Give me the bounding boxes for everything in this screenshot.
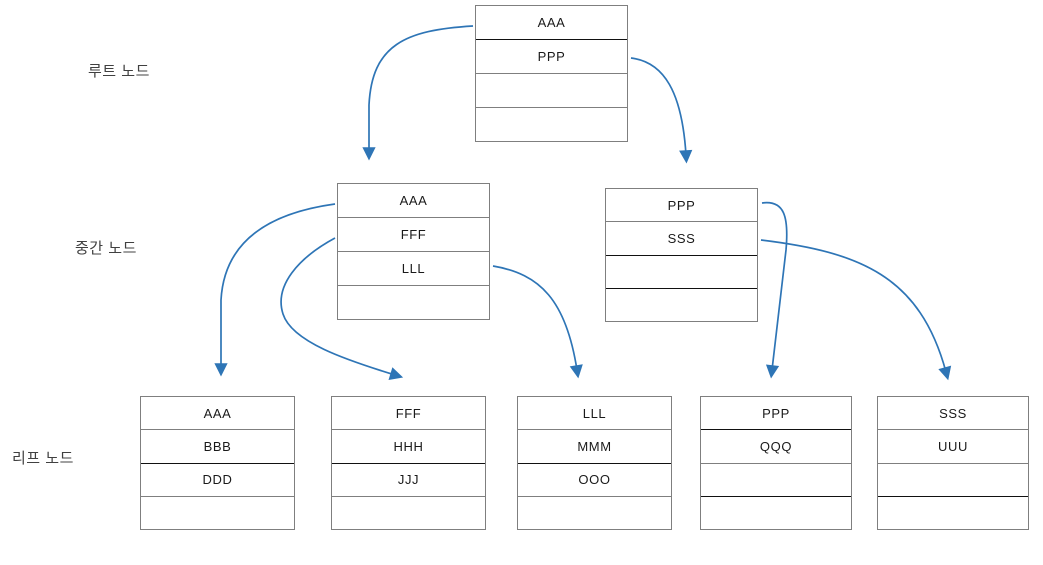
leaf-node-3-cell-2[interactable]: MMM xyxy=(518,430,671,464)
leaf-node-4-cell-2[interactable]: QQQ xyxy=(701,430,851,464)
leaf-node-2-cell-3[interactable]: JJJ xyxy=(332,463,485,497)
edge-internal-left-to-leaf-2 xyxy=(280,237,404,380)
internal-node-right[interactable]: PPP SSS xyxy=(605,188,758,322)
leaf-node-5-cell-2[interactable]: UUU xyxy=(878,430,1028,464)
leaf-node-2-cell-4[interactable] xyxy=(332,496,485,529)
level-label-internal: 중간 노드 xyxy=(75,240,137,257)
leaf-node-3-cell-3[interactable]: OOO xyxy=(518,463,671,497)
level-label-root: 루트 노드 xyxy=(88,63,150,80)
root-node-cell-3[interactable] xyxy=(476,74,627,108)
leaf-node-5-cell-1[interactable]: SSS xyxy=(878,397,1028,431)
root-node-cell-4[interactable] xyxy=(476,108,627,141)
leaf-node-1[interactable]: AAA BBB DDD xyxy=(140,396,295,530)
edge-root-to-internal-right xyxy=(630,57,693,164)
edge-internal-right-to-leaf-4 xyxy=(761,201,788,379)
leaf-node-2-cell-2[interactable]: HHH xyxy=(332,430,485,464)
leaf-node-1-cell-4[interactable] xyxy=(141,496,294,529)
root-node-cell-2[interactable]: PPP xyxy=(476,40,627,74)
internal-node-left[interactable]: AAA FFF LLL xyxy=(337,183,490,320)
internal-node-right-cell-2[interactable]: SSS xyxy=(606,222,757,256)
leaf-node-4[interactable]: PPP QQQ xyxy=(700,396,852,530)
root-node-cell-1[interactable]: AAA xyxy=(476,6,627,40)
internal-node-left-cell-1[interactable]: AAA xyxy=(338,184,489,218)
leaf-node-1-cell-1[interactable]: AAA xyxy=(141,397,294,431)
edge-internal-left-to-leaf-3 xyxy=(492,265,583,379)
leaf-node-1-cell-3[interactable]: DDD xyxy=(141,463,294,497)
internal-node-left-cell-4[interactable] xyxy=(338,286,489,319)
root-node[interactable]: AAA PPP xyxy=(475,5,628,142)
leaf-node-5[interactable]: SSS UUU xyxy=(877,396,1029,530)
internal-node-right-cell-4[interactable] xyxy=(606,288,757,321)
leaf-node-4-cell-4[interactable] xyxy=(701,496,851,529)
leaf-node-2[interactable]: FFF HHH JJJ xyxy=(331,396,486,530)
level-label-leaf: 리프 노드 xyxy=(12,450,74,467)
internal-node-right-cell-1[interactable]: PPP xyxy=(606,189,757,223)
leaf-node-1-cell-2[interactable]: BBB xyxy=(141,430,294,464)
leaf-node-3-cell-4[interactable] xyxy=(518,496,671,529)
internal-node-right-cell-3[interactable] xyxy=(606,255,757,289)
edge-internal-right-to-leaf-5 xyxy=(760,239,952,381)
edge-root-to-internal-left xyxy=(362,25,474,161)
leaf-node-5-cell-4[interactable] xyxy=(878,496,1028,529)
leaf-node-4-cell-3[interactable] xyxy=(701,463,851,497)
leaf-node-5-cell-3[interactable] xyxy=(878,463,1028,497)
leaf-node-2-cell-1[interactable]: FFF xyxy=(332,397,485,431)
leaf-node-3[interactable]: LLL MMM OOO xyxy=(517,396,672,530)
internal-node-left-cell-2[interactable]: FFF xyxy=(338,218,489,252)
edge-internal-left-to-leaf-1 xyxy=(214,203,336,377)
leaf-node-4-cell-1[interactable]: PPP xyxy=(701,397,851,431)
leaf-node-3-cell-1[interactable]: LLL xyxy=(518,397,671,431)
internal-node-left-cell-3[interactable]: LLL xyxy=(338,252,489,286)
